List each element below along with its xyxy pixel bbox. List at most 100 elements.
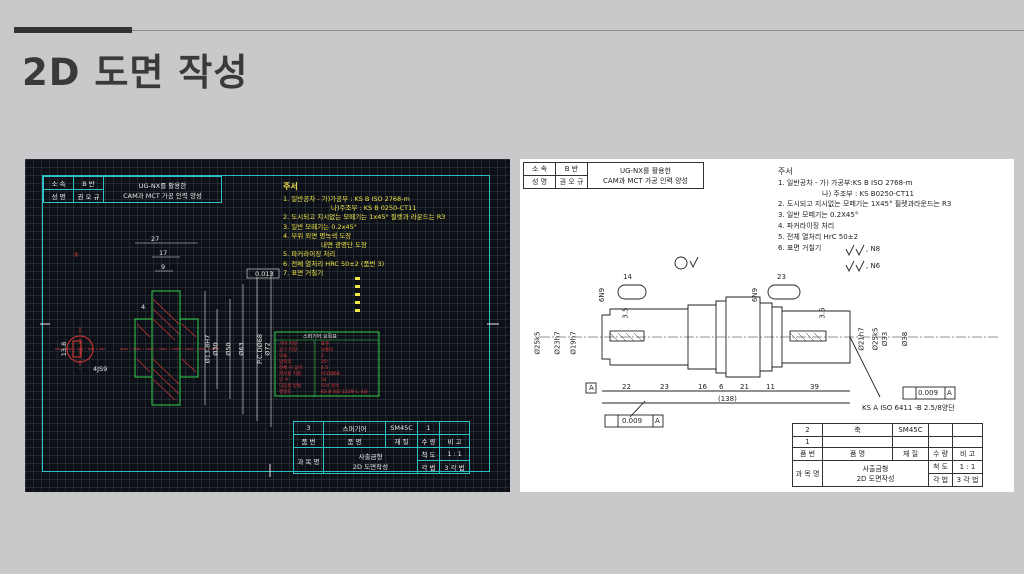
cad-tb-cell: [439, 421, 470, 435]
cad-spec-title: 스퍼기어 요목표: [303, 334, 337, 340]
cad-spec-label: 공구 치형: [279, 348, 297, 353]
cad-note: 3. 일반 모떼기는 0.2x45°: [283, 223, 357, 231]
paper-tb-cell: [822, 436, 893, 448]
cad-note: 나)주조부 : KS B 0250-CT11: [331, 204, 417, 212]
paper-dim: Ø38: [901, 331, 910, 347]
cad-gear-geometry: [40, 242, 499, 477]
cad-tb-head: 비 고: [439, 434, 470, 448]
paper-note: 나) 주조부 : KS B0250-CT11: [822, 190, 914, 198]
cad-tb-cell: SM45C: [385, 421, 418, 435]
cad-dim: 9: [161, 263, 166, 271]
cad-dim: Ø13.8H7: [203, 334, 212, 364]
paper-dim: 14: [623, 273, 632, 281]
cad-spec-label: 전체 이 높이: [279, 366, 303, 371]
paper-seg: 22: [622, 383, 631, 391]
paper-tb-cell: 2: [792, 423, 823, 437]
cad-spec-value: 호브 절삭: [321, 384, 339, 389]
cad-dim: 4: [141, 303, 146, 311]
cad-note: 7. 표면 거칠기: [283, 269, 324, 277]
paper-tb-cell: [928, 436, 953, 448]
paper-tb-cell: 축: [822, 423, 893, 437]
cad-spec-label: 모듈: [279, 354, 288, 359]
cad-tb-head: 재 질: [385, 434, 418, 448]
paper-datum: A: [589, 384, 594, 392]
paper-tb-head: 재 질: [892, 447, 929, 461]
paper-hdr-cell: 권 오 규: [555, 175, 588, 189]
cad-tb-head: 품 명: [323, 434, 386, 448]
cad-notes-title: 주서: [283, 182, 298, 191]
paper-dim: Ø25k5: [871, 327, 880, 351]
cad-spec-labels: 기어 치형 공구 치형 모듈 압력각 전체 이 높이 피치원 지름 잇 수 다듬…: [279, 342, 303, 396]
paper-shaft-geometry: [540, 244, 1000, 428]
cad-tb-cell: 1: [417, 421, 440, 435]
paper-title-block: 2 축 SM45C 1 품 번 품 명 재 질 수 량 비 고 과 목 명 사출…: [792, 423, 983, 487]
paper-tol: 0.009: [622, 417, 643, 425]
cad-tb-cell: 3: [293, 421, 324, 435]
slide-title: 2D 도면 작성: [22, 51, 249, 94]
paper-dim: Ø19h7: [569, 331, 578, 355]
cad-tb-cell: 척 도: [417, 447, 440, 461]
paper-dim: 3.5: [818, 307, 827, 319]
paper-dim: 23: [777, 273, 786, 281]
paper-total: (138): [718, 395, 737, 403]
cad-dim: Ø63: [237, 342, 246, 356]
cad-spec-label: 압력각: [279, 360, 292, 365]
cad-hdr-cell: 권 오 규: [73, 189, 104, 203]
paper-note: 5. 전체 열처리 HrC 50±2: [778, 233, 859, 241]
cad-tb-course: 과 목 명: [293, 447, 324, 474]
cad-dim: 13.8: [60, 341, 69, 357]
cad-spec-values: 표준 보통이 2 20° 4.5 PCDØ68 34 호브 절삭 KS B IS…: [321, 342, 368, 396]
cad-hdr-desc2: CAM과 MCT 가공 인력 양성: [123, 191, 202, 200]
cad-spec-value: 4.5: [321, 366, 329, 371]
paper-tb-cell: 1: [792, 436, 823, 448]
paper-tb-head: 품 명: [822, 447, 893, 461]
cad-dim: Ø50: [224, 342, 233, 356]
cad-note: 2. 도시되고 지시없는 모떼기는 1x45° 필렛과 라운드는 R3: [283, 213, 446, 221]
cad-note: 내면 광명단 도장: [321, 241, 367, 249]
cad-spec-label: 다듬질 방법: [279, 384, 302, 389]
cad-tb-head: 수 량: [417, 434, 440, 448]
cad-spec-label: 기어 치형: [279, 342, 297, 347]
cad-note: 6. 전체 열처리 HRC 50±2 (품번 3): [283, 260, 385, 268]
paper-seg: 6: [719, 383, 724, 391]
cad-spec-label: 정밀도: [279, 390, 292, 395]
paper-note: 1. 일반공차 - 가) 가공부:KS B ISO 2768-m: [778, 179, 913, 187]
paper-tb-course: 과 목 명: [792, 460, 823, 487]
cad-dim: 4JS9: [93, 365, 108, 373]
paper-dim: Ø25k5: [533, 331, 542, 355]
cad-spec-value: 보통이: [321, 348, 334, 353]
paper-tol-ref: A: [655, 417, 660, 425]
cad-spec-value: 20°: [321, 360, 329, 365]
cad-tb-head: 품 번: [293, 434, 324, 448]
paper-tb-cell: [892, 436, 929, 448]
cad-note: 5. 파커라이징 처리: [283, 250, 336, 258]
cad-tb-name1: 사출금형: [358, 452, 383, 461]
paper-center-hole: KS A ISO 6411 -B 2.5/8양단: [862, 404, 955, 412]
cad-spec-value: PCDØ68: [321, 372, 340, 377]
paper-tb-head: 품 번: [792, 447, 823, 461]
paper-seg: 16: [698, 383, 707, 391]
cad-spec-value: 34: [321, 378, 327, 383]
cad-tb-name2: 2D 도면작성: [352, 462, 389, 471]
paper-tb-cell: [952, 436, 983, 448]
cad-tb-cell: 3 각 법: [439, 460, 470, 474]
cad-dim: 17: [159, 249, 168, 257]
cad-dim: 0.013: [255, 270, 274, 278]
cad-hdr-desc1: UG-NX를 활용한: [138, 181, 187, 190]
cad-note: 1. 일반공차 - 가)가공부 : KS B ISO 2768-m: [283, 195, 410, 203]
paper-tb-cell: 3 각 법: [952, 473, 983, 487]
cad-spec-label: 피치원 지름: [279, 372, 302, 377]
paper-tb-cell: [928, 423, 953, 437]
paper-tb-head: 수 량: [928, 447, 953, 461]
paper-dim: Ø21h7: [857, 327, 866, 351]
paper-seg: 21: [740, 383, 749, 391]
cad-tb-cell: 스퍼기어: [323, 421, 386, 435]
paper-tb-name2: 2D 도면작성: [856, 474, 895, 483]
paper-tb-cell: SM45C: [892, 423, 929, 437]
